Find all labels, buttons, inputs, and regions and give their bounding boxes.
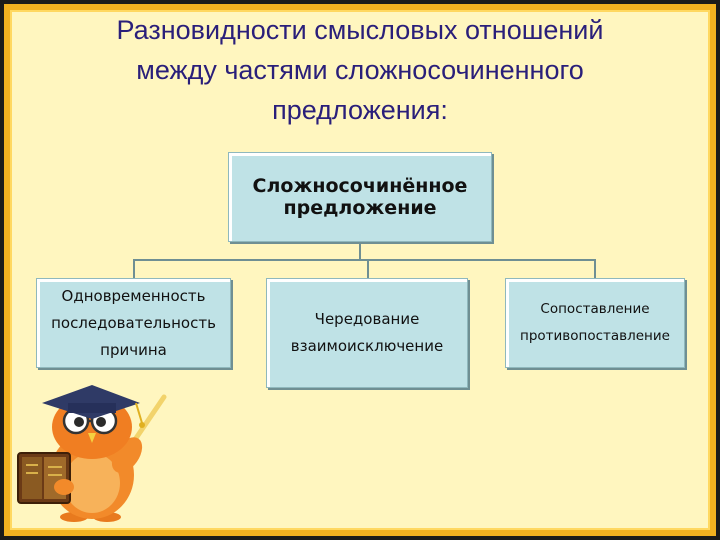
child-2-line-2: взаимоисключение [290, 337, 444, 355]
child-2-line-1: Чередование [314, 310, 420, 328]
owl-professor-illustration [17, 385, 167, 522]
root-node-line-2: предложение [283, 197, 437, 219]
connector-child-1 [133, 259, 135, 278]
title-line-2: между частями сложносочиненного [136, 55, 584, 85]
child-node-comparison: Сопоставление противопоставление [505, 278, 685, 368]
connector-child-2 [367, 259, 369, 278]
child-node-alternation: Чередование взаимоисключение [266, 278, 468, 388]
root-node: Сложносочинённое предложение [228, 152, 492, 242]
child-3-line-2: противопоставление [520, 328, 670, 344]
slide-title: Разновидности смысловых отношений между … [20, 10, 700, 130]
title-line-3: предложения: [272, 95, 448, 125]
root-node-line-1: Сложносочинённое [252, 175, 468, 197]
connector-child-3 [594, 259, 596, 278]
child-1-line-1: Одновременность [61, 286, 206, 305]
title-line-1: Разновидности смысловых отношений [116, 15, 604, 45]
connector-root-down [359, 242, 361, 260]
child-3-line-1: Сопоставление [540, 301, 650, 317]
connector-horizontal [133, 259, 596, 261]
child-1-line-2: последовательность [51, 313, 216, 332]
child-node-simultaneity: Одновременность последовательность причи… [36, 278, 231, 368]
child-1-line-3: причина [100, 340, 167, 359]
